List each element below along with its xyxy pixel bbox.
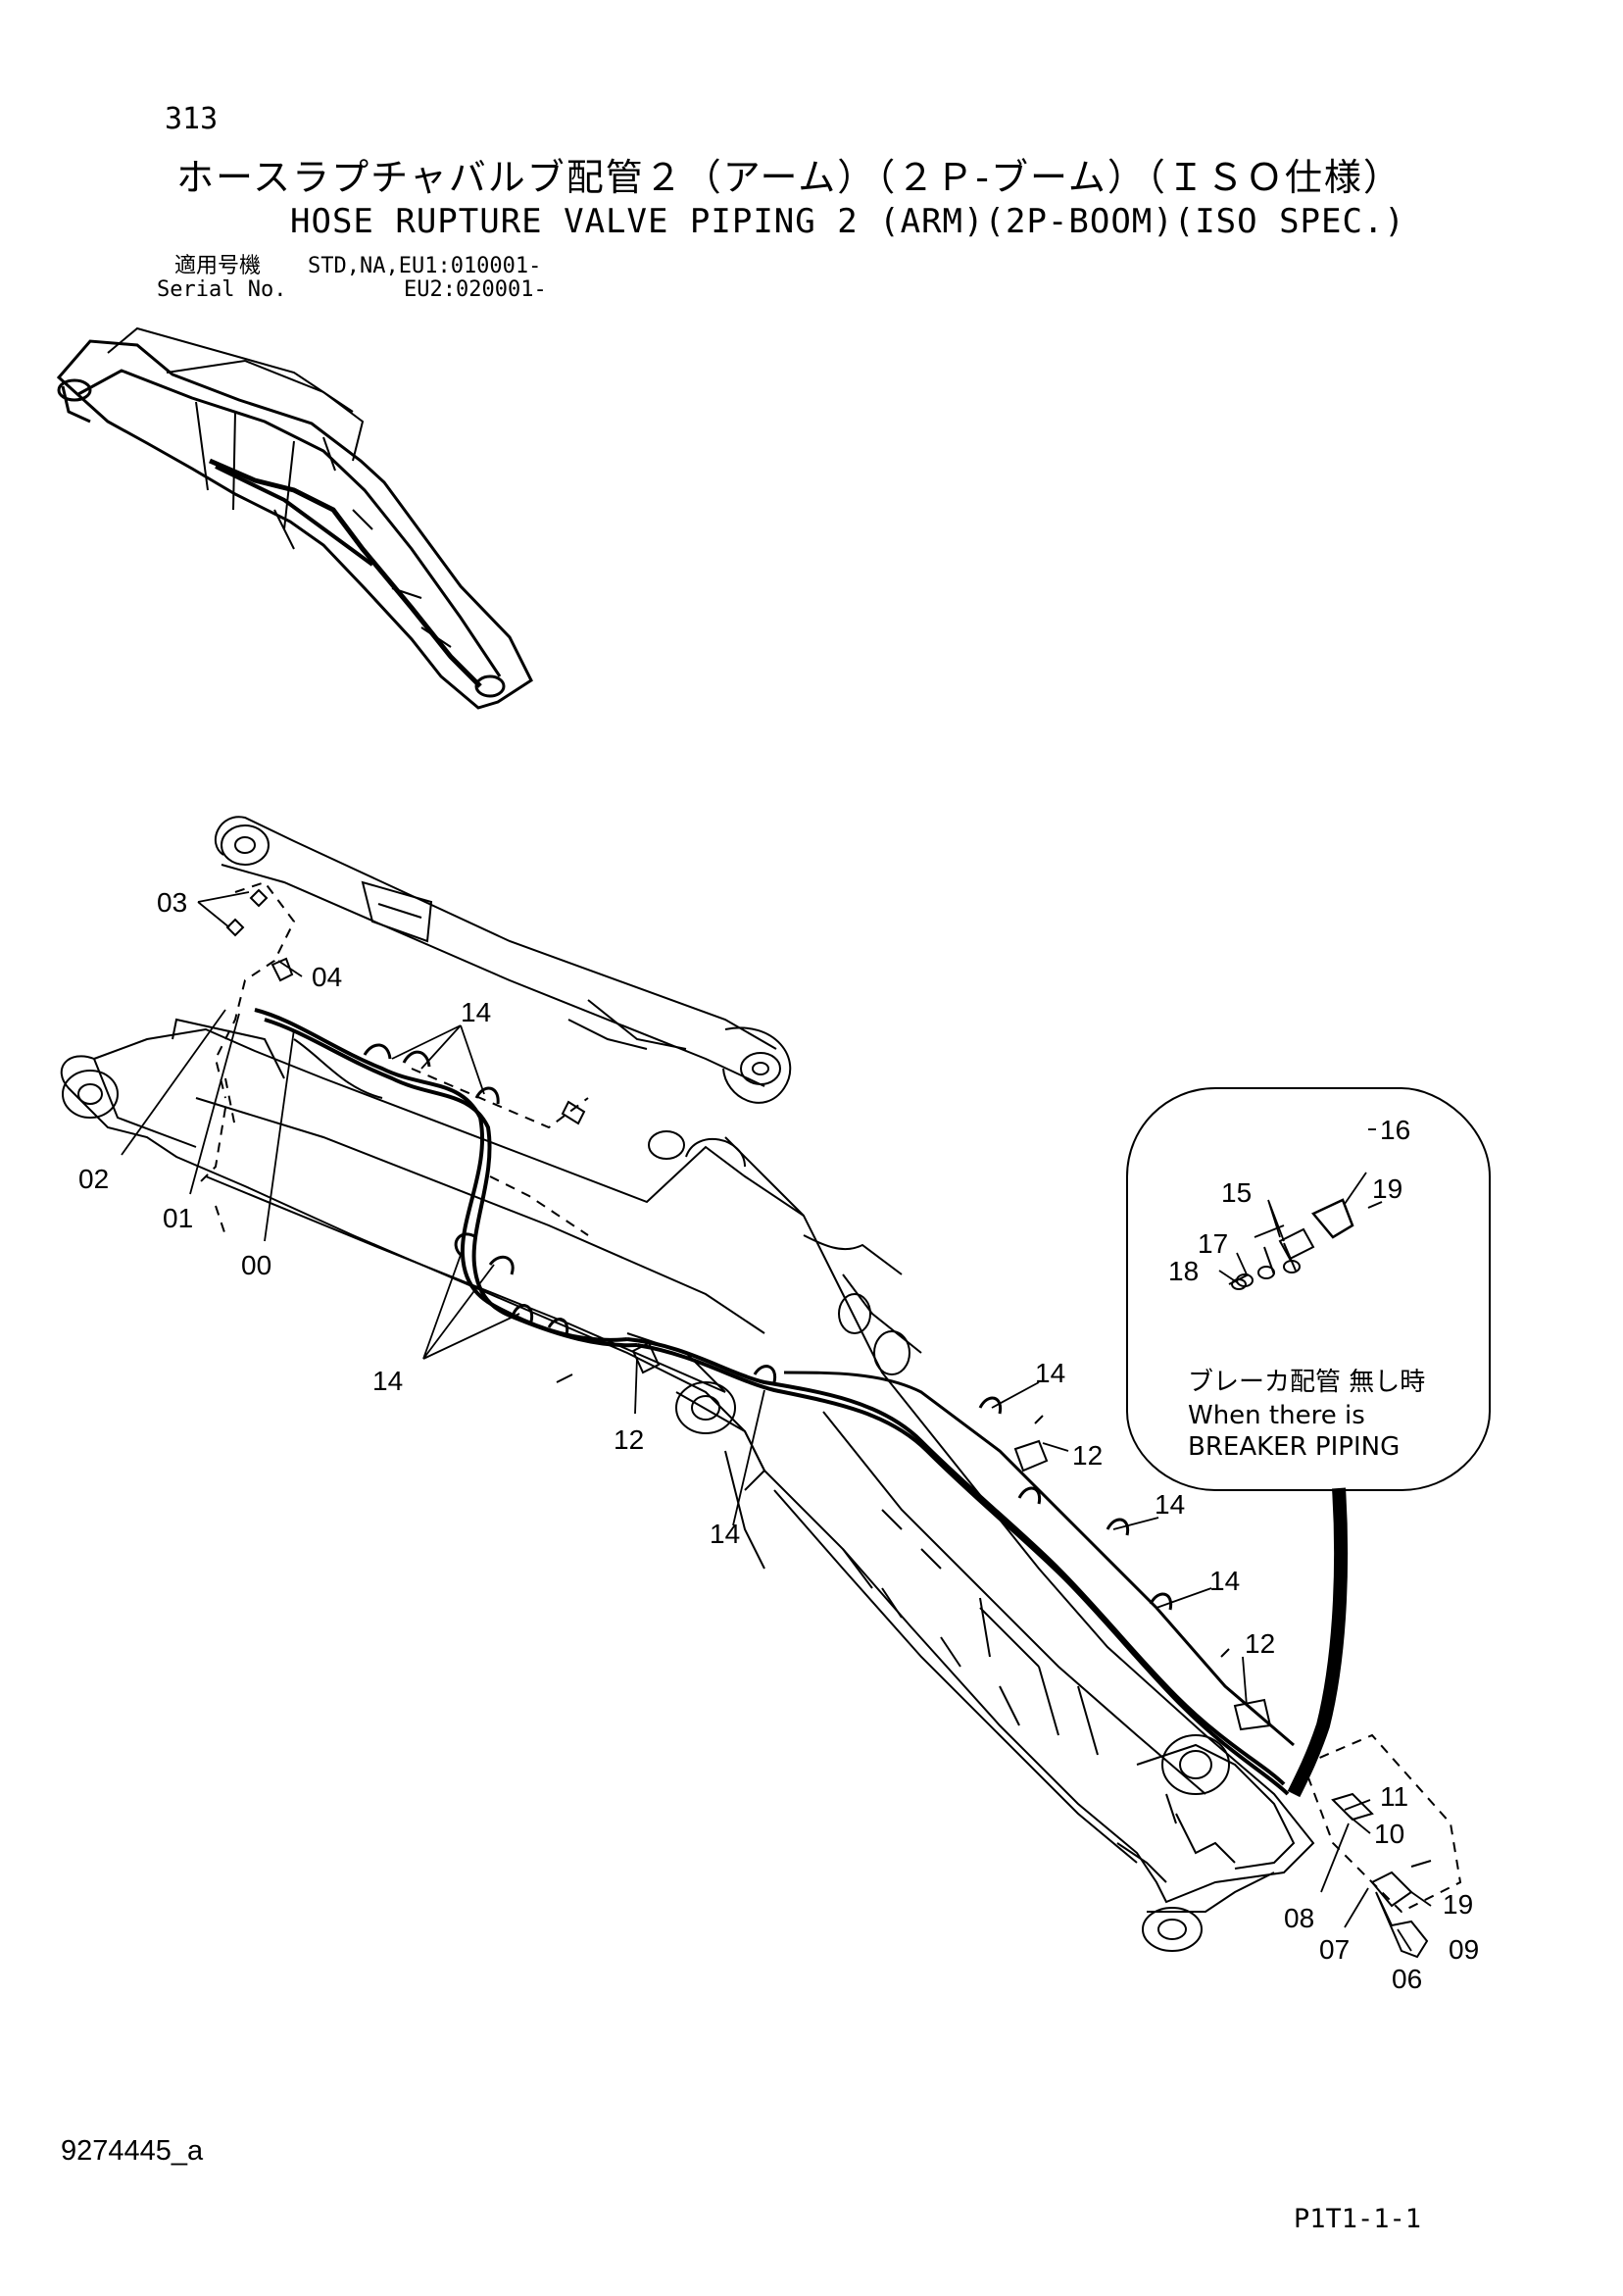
callout-19-a: 19	[1372, 1173, 1402, 1204]
callout-18: 18	[1168, 1256, 1199, 1286]
callout-10: 10	[1374, 1819, 1404, 1849]
detail-note-jp: ブレーカ配管 無し時	[1188, 1368, 1425, 1397]
callout-14-f: 14	[1209, 1566, 1240, 1596]
applicability-label: 適用号機	[174, 254, 262, 278]
callout-12-b: 12	[1072, 1440, 1103, 1471]
callout-04: 04	[312, 962, 342, 992]
callout-12-a: 12	[614, 1424, 644, 1455]
callout-14-d: 14	[1035, 1358, 1065, 1388]
callout-14-c: 14	[710, 1519, 740, 1549]
detail-pointer	[1287, 1487, 1349, 1798]
callout-14-a: 14	[461, 997, 491, 1027]
callout-16: 16	[1380, 1115, 1410, 1145]
callout-08: 08	[1284, 1903, 1314, 1933]
callout-leaders	[121, 891, 1432, 1952]
callout-06: 06	[1392, 1964, 1422, 1994]
serial-label: Serial No.	[157, 277, 287, 302]
callout-00: 00	[241, 1250, 271, 1280]
callout-01: 01	[163, 1203, 193, 1233]
title-japanese: ホースラプチャバルブ配管２（アーム）（２Ｐ-ブーム）（ＩＳＯ仕様）	[176, 156, 1402, 199]
page-code: P1T1-1-1	[1294, 2204, 1422, 2234]
callout-15: 15	[1221, 1177, 1252, 1208]
overview-thumbnail	[56, 326, 533, 710]
serial-line-1: STD,NA,EU1:010001-	[308, 254, 542, 278]
title-english: HOSE RUPTURE VALVE PIPING 2 (ARM)(2P-BOO…	[290, 202, 1405, 241]
callout-17: 17	[1198, 1228, 1228, 1259]
detail-note-en-1: When there is	[1188, 1401, 1365, 1430]
callout-14-e: 14	[1155, 1489, 1185, 1520]
page-number: 313	[165, 102, 219, 136]
document-number: 9274445_a	[61, 2135, 204, 2167]
callout-09: 09	[1449, 1934, 1479, 1965]
serial-line-2: EU2:020001-	[404, 277, 547, 302]
callout-03: 03	[157, 887, 187, 918]
callout-19-b: 19	[1443, 1889, 1473, 1920]
callout-14-b: 14	[372, 1366, 403, 1396]
callout-12-c: 12	[1245, 1628, 1275, 1659]
callout-02: 02	[78, 1164, 109, 1194]
callout-11: 11	[1380, 1781, 1408, 1812]
detail-note-en-2: BREAKER PIPING	[1188, 1432, 1400, 1462]
boom-arm-assembly	[60, 816, 1462, 1959]
callout-labels: 03 04 14 02 01 00 14 12 14 14 12 14 14 1…	[78, 887, 1479, 1994]
callout-07: 07	[1319, 1934, 1350, 1965]
